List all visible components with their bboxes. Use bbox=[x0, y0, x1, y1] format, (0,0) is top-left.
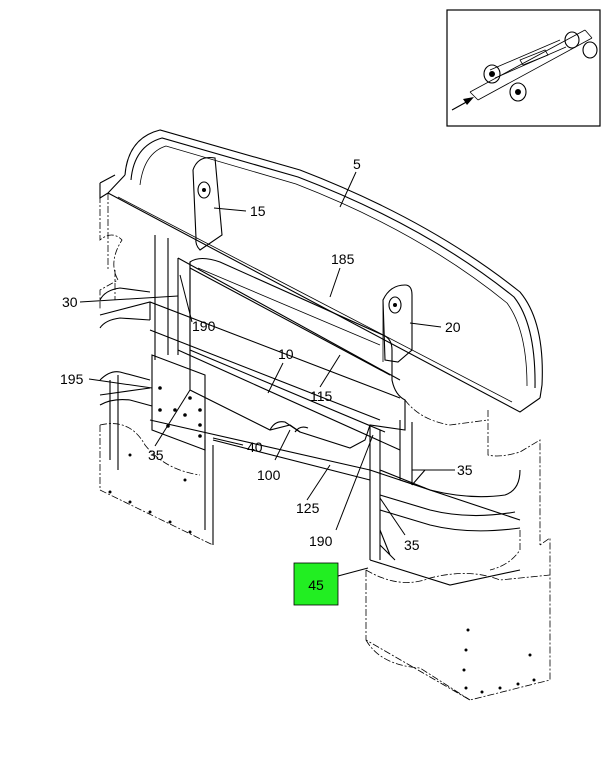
locator-inset bbox=[446, 9, 601, 127]
callout-115[interactable]: 115 bbox=[310, 388, 333, 404]
callout-195[interactable]: 195 bbox=[60, 371, 84, 387]
callout-35-left[interactable]: 35 bbox=[148, 447, 164, 463]
arrow-icon bbox=[451, 97, 474, 111]
callout-5[interactable]: 5 bbox=[353, 156, 361, 172]
callout-190-upper[interactable]: 190 bbox=[192, 318, 216, 334]
callout-35-lower[interactable]: 35 bbox=[404, 537, 420, 553]
callout-100[interactable]: 100 bbox=[257, 467, 281, 483]
highlight-box[interactable] bbox=[293, 562, 339, 606]
callout-190-lower[interactable]: 190 bbox=[309, 533, 333, 549]
callout-30[interactable]: 30 bbox=[62, 294, 78, 310]
leader-lines bbox=[79, 171, 455, 577]
callout-20[interactable]: 20 bbox=[445, 319, 461, 335]
bumper-assembly bbox=[99, 129, 551, 701]
callout-125[interactable]: 125 bbox=[296, 500, 320, 516]
callout-15[interactable]: 15 bbox=[250, 203, 266, 219]
callout-185[interactable]: 185 bbox=[331, 251, 355, 267]
callout-35-right[interactable]: 35 bbox=[457, 462, 473, 478]
callout-labels: 5 15 185 30 190 20 10 195 115 35 40 100 … bbox=[60, 156, 473, 553]
highlighted-callout-45[interactable]: 45 bbox=[293, 562, 339, 606]
chassis-thumbnail bbox=[469, 29, 598, 102]
callout-45[interactable]: 45 bbox=[308, 577, 324, 593]
callout-10[interactable]: 10 bbox=[278, 346, 294, 362]
callout-40[interactable]: 40 bbox=[247, 439, 263, 455]
